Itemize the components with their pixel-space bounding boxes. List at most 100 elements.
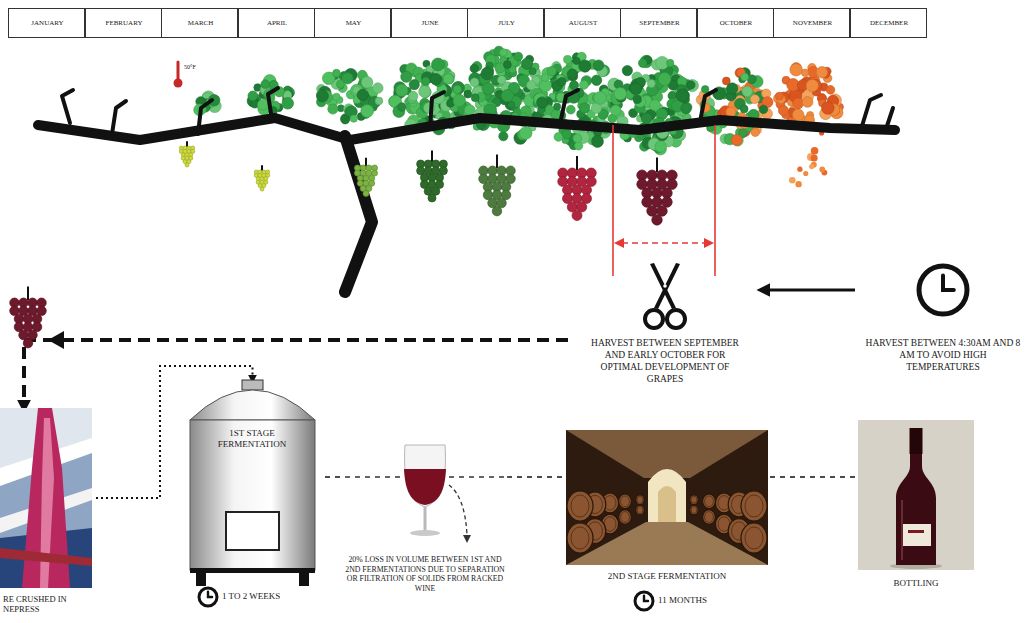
tank-cap [242, 380, 263, 390]
leaf [453, 94, 465, 106]
barrel-cellar-picture [566, 430, 768, 565]
flow-connector [762, 288, 855, 291]
leaf [747, 75, 756, 84]
grape [363, 191, 369, 197]
leaf [775, 92, 783, 100]
leaf [727, 83, 738, 94]
barrel [636, 505, 644, 515]
leaf [350, 115, 357, 122]
leader-line [345, 476, 401, 477]
leaf [630, 83, 642, 95]
barrel-hoop [571, 527, 589, 549]
leaf [500, 49, 508, 57]
leaf [554, 103, 561, 110]
bottle-label [901, 524, 931, 546]
clock-face [919, 266, 967, 314]
month-box: SEPTEMBER [620, 8, 697, 38]
falling-leaf [819, 167, 825, 173]
barrel-hoop [637, 496, 643, 503]
leaf [248, 91, 258, 101]
flow-connector [325, 476, 345, 477]
barrel [619, 494, 632, 509]
scissors-loop [667, 310, 685, 328]
arrow-head [48, 331, 64, 349]
leaf [742, 86, 752, 96]
month-label: SEPTEMBER [623, 19, 696, 27]
leaf [430, 73, 441, 84]
photo-ground [0, 408, 92, 588]
vine-twig [62, 90, 73, 123]
barrel-hoop [637, 506, 643, 513]
leaf [470, 78, 479, 87]
temperature-label: 50°F [184, 64, 196, 70]
leaf [792, 109, 803, 120]
leaf [593, 60, 604, 71]
node-text: 1ST STAGE FERMENTATION [202, 428, 302, 451]
leaf [529, 68, 536, 75]
barrel-hoop [691, 506, 697, 513]
tank-drawing [190, 380, 315, 586]
leaf [566, 105, 575, 114]
leaf [638, 59, 647, 68]
cellar-arch [648, 469, 686, 522]
barrel-hoop [745, 527, 763, 549]
grape-cluster [10, 287, 47, 348]
month-label: NOVEMBER [776, 19, 849, 27]
month-box: AUGUST [544, 8, 621, 38]
leaf [594, 92, 607, 105]
month-label: JUNE [394, 19, 467, 27]
node-art [566, 430, 768, 615]
leaf [422, 77, 430, 85]
thermometer-icon [174, 62, 183, 88]
leaf [579, 60, 591, 72]
leaf [655, 141, 666, 152]
leaf [726, 107, 736, 117]
month-label: JULY [470, 19, 543, 27]
node-art [855, 262, 1031, 322]
leaf [316, 90, 328, 102]
leaf [409, 79, 419, 89]
wine-glass: 20% LOSS IN VOLUME BETWEEN 1ST AND 2ND F… [345, 445, 507, 596]
leaf [341, 115, 350, 124]
leaf [816, 67, 827, 78]
grape-cluster [558, 156, 597, 221]
glass-foot [410, 530, 440, 536]
bottle-label-mark [908, 530, 924, 533]
flow-connector [507, 476, 566, 477]
month-box: APRIL [238, 8, 315, 38]
leader-line [449, 476, 505, 477]
month-box: JANUARY [8, 8, 85, 38]
leaf [554, 133, 563, 142]
tank-leg [299, 570, 309, 586]
leaf [431, 58, 444, 71]
flow-connector [24, 340, 568, 408]
tank-dome [190, 390, 315, 420]
vine-cane [38, 118, 895, 140]
leaf [574, 142, 582, 150]
vine-twig [430, 92, 444, 128]
month-label: FEBRUARY [88, 19, 161, 27]
scissors-pivot [663, 284, 667, 288]
tank-hatch [226, 512, 279, 550]
leaf [508, 101, 515, 108]
bottle-capsule [910, 428, 923, 454]
leaf [641, 113, 652, 124]
node-text: 11 MONTHS [658, 595, 763, 606]
glass-stem [424, 507, 427, 531]
grape-layer [179, 141, 677, 225]
falling-leaf [811, 147, 819, 155]
harvest-time-note: HARVEST BETWEEN 4:30AM AND 8 AM TO AVOID… [855, 262, 1031, 376]
tank-leg [196, 570, 206, 586]
clock-icon [635, 592, 653, 610]
leaf [514, 52, 523, 61]
photo-ground [566, 430, 768, 565]
leaf [333, 69, 341, 77]
harvest-note: HARVEST BETWEEN SEPTEMBER AND EARLY OCTO… [568, 262, 762, 388]
leaf [470, 64, 479, 73]
leaf [537, 97, 548, 108]
grape [428, 194, 436, 202]
barrel-hoop [621, 512, 630, 523]
photo-shape [0, 548, 92, 566]
leaf [419, 86, 431, 98]
month-label: APRIL [241, 19, 314, 27]
